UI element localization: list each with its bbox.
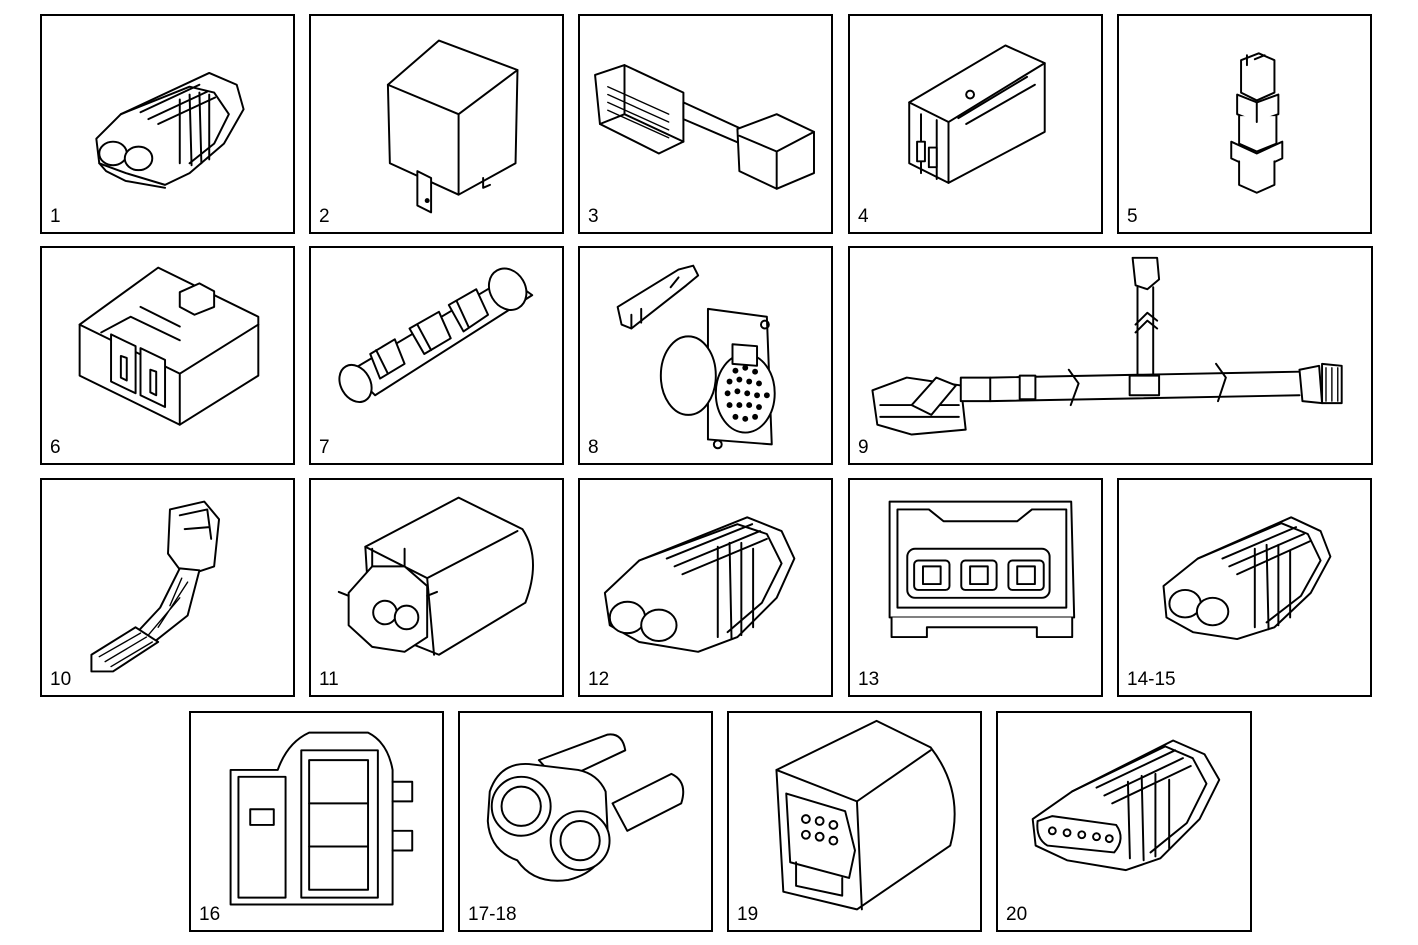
panel-3[interactable]: 3 [578,14,833,234]
multi-pin-connector-with-lead-icon [594,64,815,190]
panel-number: 5 [1127,206,1138,227]
panel-number: 16 [199,904,221,925]
panel-14-15[interactable]: 14-15 [1117,478,1372,697]
three-pin-connector-front-icon [888,500,1076,639]
panel-16[interactable]: 16 [189,711,444,932]
panel-number: 13 [858,669,880,690]
panel-10[interactable]: 10 [40,478,295,697]
panel-number: 3 [588,206,599,227]
accelerator-pedal-icon [90,500,221,673]
panel-number: 8 [588,437,599,458]
panel-number: 10 [50,669,72,690]
panel-number: 6 [50,437,61,458]
two-pin-sealed-connector-icon [95,71,245,189]
panel-8[interactable]: 8 [578,246,833,465]
blanking-plug-icon [486,733,685,882]
panel-number: 1 [50,206,61,227]
panel-number: 19 [737,904,759,925]
inline-connector-icon [338,267,534,403]
panel-number: 9 [858,437,869,458]
panel-number: 17-18 [468,904,517,925]
three-way-connector-front-icon [229,731,414,906]
terminal-block-icon [908,44,1046,184]
six-pin-connector-icon [775,719,956,911]
five-pin-sealed-connector-icon [1031,739,1221,872]
panel-4[interactable]: 4 [848,14,1103,234]
panel-13[interactable]: 13 [848,478,1103,697]
panel-number: 14-15 [1127,669,1176,690]
panel-number: 4 [858,206,869,227]
panel-1[interactable]: 1 [40,14,295,234]
panel-20[interactable]: 20 [996,711,1252,932]
panel-number: 2 [319,206,330,227]
relay-icon [386,39,519,214]
fuse-holder-icon [78,266,260,426]
panel-19[interactable]: 19 [727,711,982,932]
panel-number: 7 [319,437,330,458]
pressure-sensor-icon [1230,52,1284,194]
panel-5[interactable]: 5 [1117,14,1372,234]
two-pin-sealed-connector-icon [1162,516,1332,641]
two-pin-housing-icon [337,496,534,656]
panel-11[interactable]: 11 [309,478,564,697]
panel-6[interactable]: 6 [40,246,295,465]
wiring-harness-icon [871,256,1343,436]
panel-12[interactable]: 12 [578,478,833,697]
panel-number: 20 [1006,904,1028,925]
panel-9[interactable]: 9 [848,246,1373,465]
panel-number: 12 [588,669,610,690]
panel-2[interactable]: 2 [309,14,564,234]
two-pin-sealed-connector-icon [603,516,796,653]
panel-7[interactable]: 7 [309,246,564,465]
terminal-and-round-socket-icon [616,264,776,450]
panel-number: 11 [319,669,339,690]
panel-17-18[interactable]: 17-18 [458,711,713,932]
